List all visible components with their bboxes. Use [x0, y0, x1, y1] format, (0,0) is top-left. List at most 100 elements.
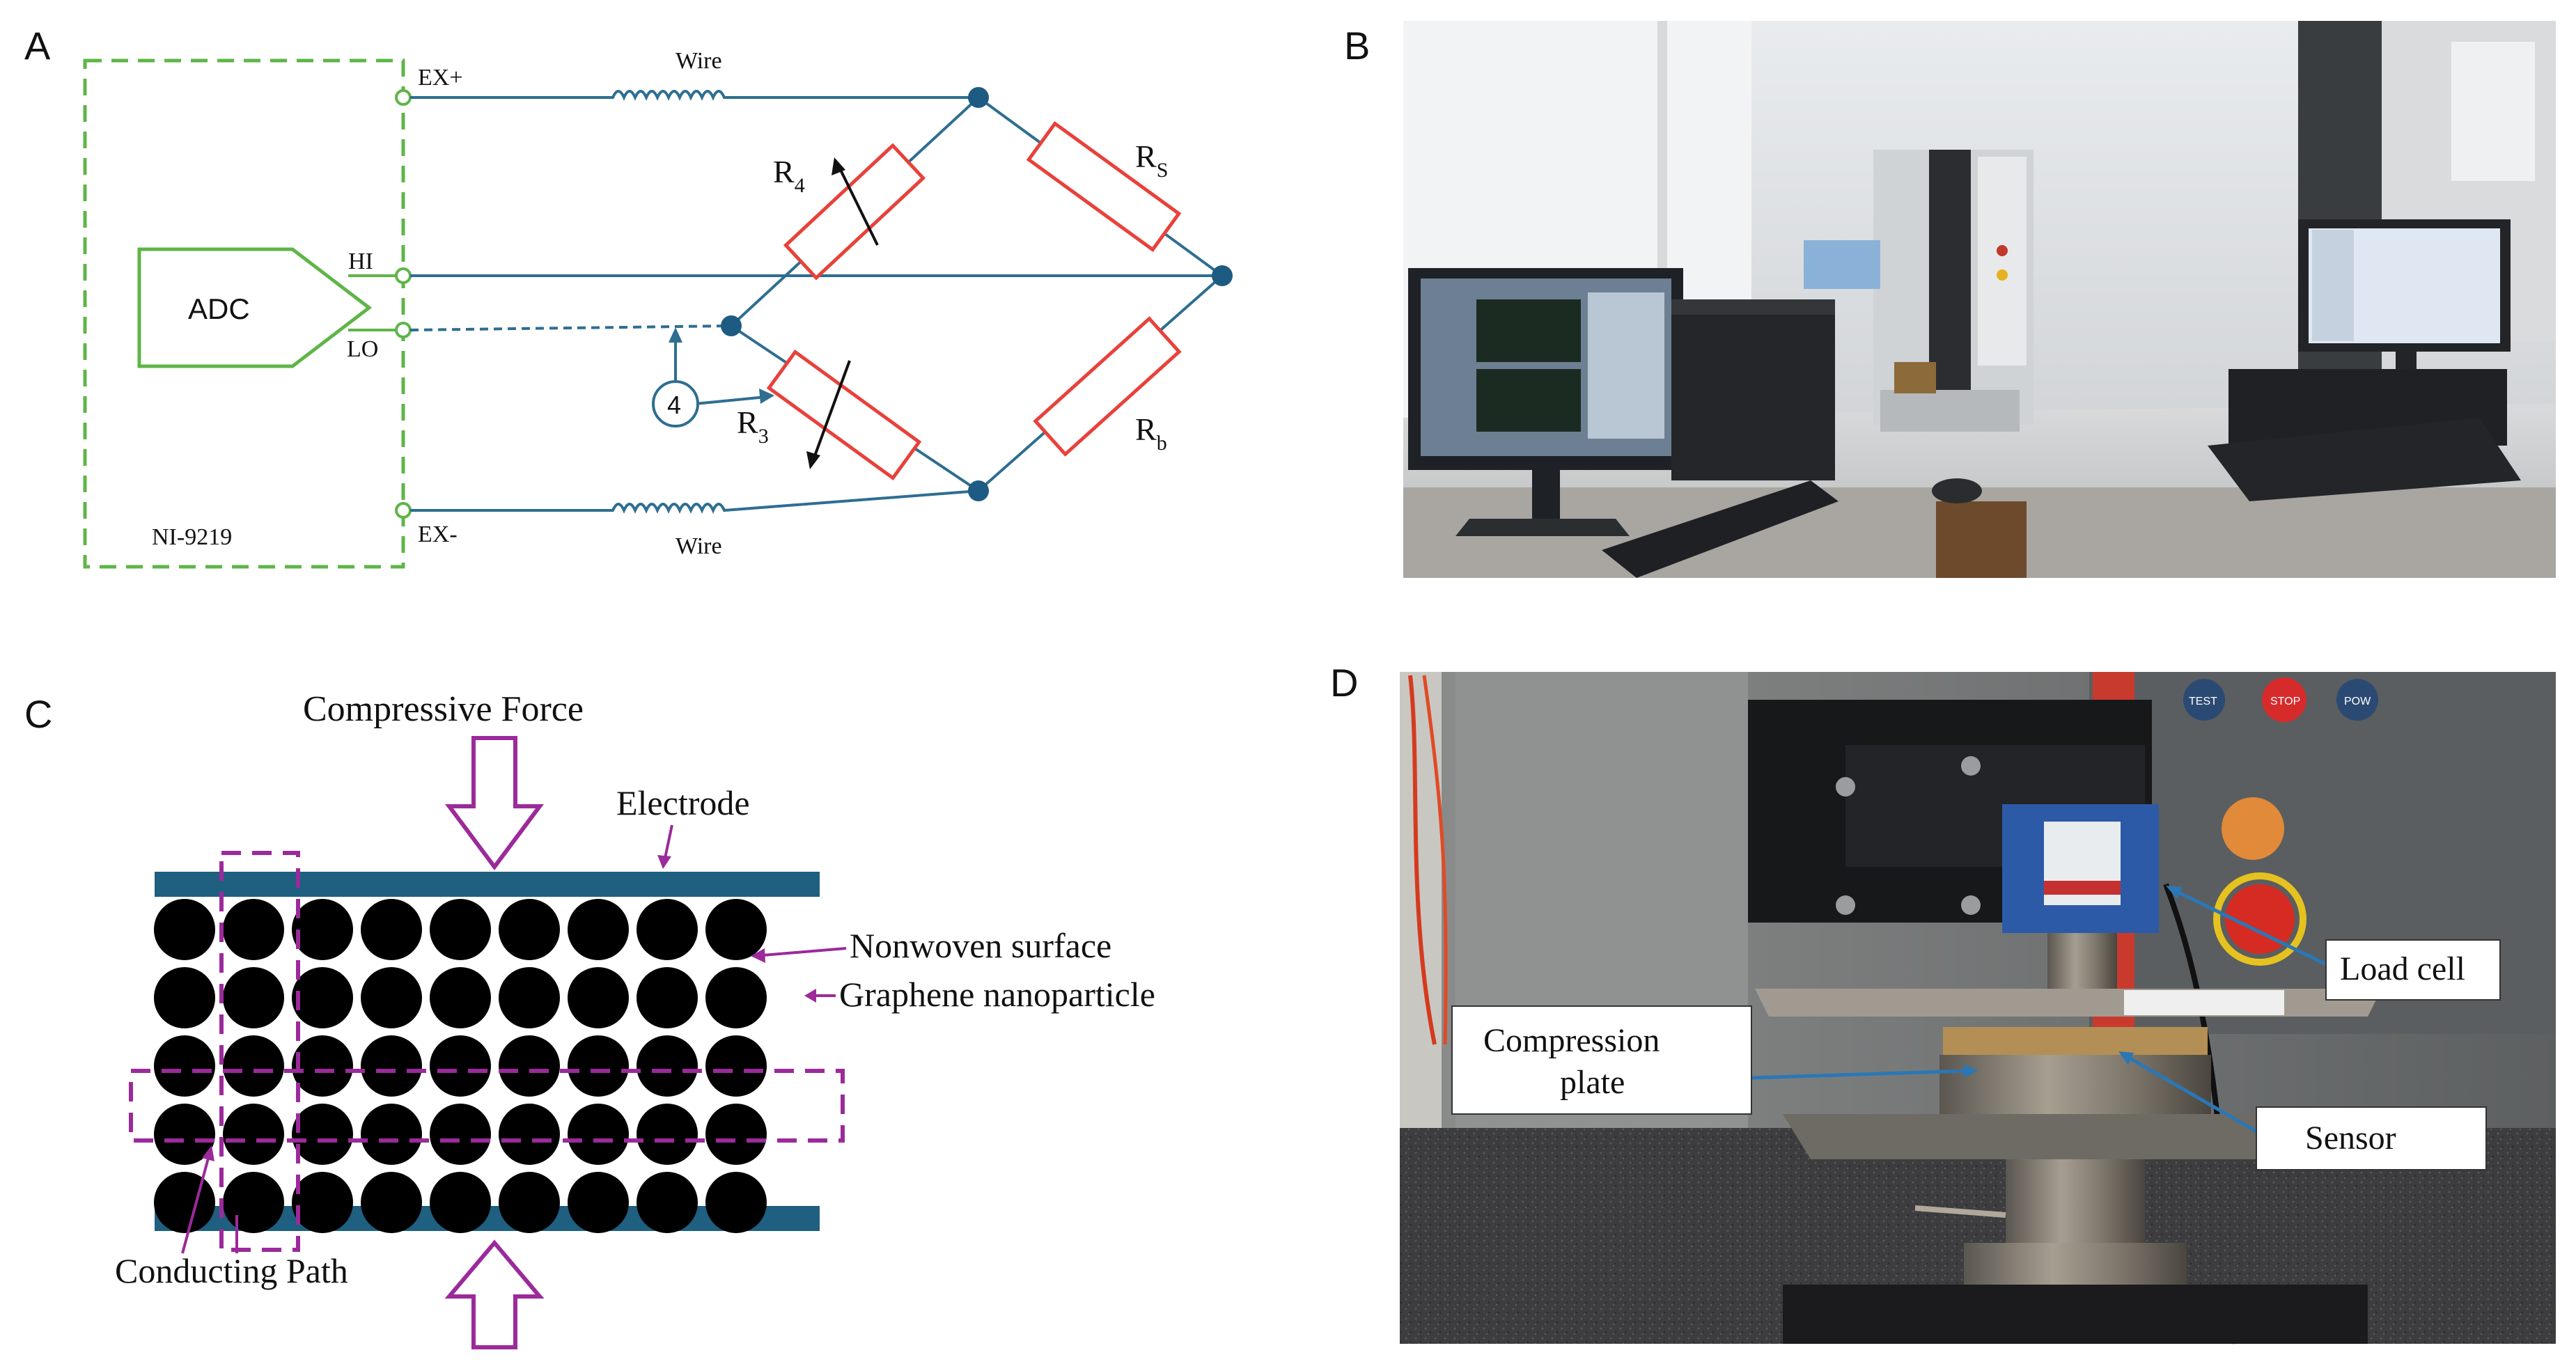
keyboard-right	[2208, 418, 2521, 501]
nonwoven-pointer	[762, 947, 847, 957]
graphene-particle	[499, 967, 560, 1028]
graphene-particle	[292, 899, 353, 960]
graphene-particle	[568, 967, 629, 1028]
r4-variable-arrow	[838, 166, 879, 246]
compression-plate-pointer	[1751, 1069, 1968, 1080]
panel-a: A ADC EX+ HI LO EX- NI-9219	[24, 24, 1233, 569]
graphene-particle	[499, 1035, 560, 1097]
graphene-particle	[637, 1172, 698, 1233]
bridge-wires	[409, 90, 1224, 514]
resistor-rs	[1026, 120, 1182, 253]
graphene-particle	[637, 1104, 698, 1165]
graphene-particle	[292, 1172, 353, 1233]
node4-marker	[652, 380, 699, 428]
label-rs: RS	[1135, 139, 1168, 182]
graphene-particle	[154, 1035, 215, 1097]
graphene-particle	[154, 899, 215, 960]
graphene-particle	[705, 899, 767, 960]
graphene-particle	[223, 1104, 284, 1165]
callout-compression-plate	[1451, 1005, 1752, 1115]
graphene-particle	[223, 967, 284, 1028]
keyboard-left	[1602, 480, 1839, 578]
conducting-path-horizontal	[129, 1069, 845, 1143]
graphene-particle	[361, 1035, 422, 1097]
svg-text:R3: R3	[737, 405, 769, 448]
graphene-particle	[154, 1172, 215, 1233]
graphene-particle	[430, 967, 491, 1028]
button-test-label: TEST	[2189, 696, 2217, 707]
graphene-particle	[223, 899, 284, 960]
force-arrow-bottom	[444, 1239, 545, 1349]
label-sensor: Sensor	[2305, 1120, 2396, 1157]
ni9219-enclosure	[83, 58, 405, 569]
button-stop	[2262, 677, 2306, 722]
emergency-stop	[2225, 884, 2295, 954]
button-test	[2183, 679, 2225, 721]
graphene-particle	[154, 1104, 215, 1165]
sensor-pointer	[2126, 1055, 2258, 1134]
button-stop-label: STOP	[2270, 696, 2300, 707]
panel-d: D TEST STOP POW	[1330, 661, 2556, 1345]
electrode-pointer-head	[657, 855, 671, 869]
resistor-r4	[783, 143, 926, 281]
node-left	[721, 315, 742, 336]
node4-label: 4	[667, 391, 681, 419]
label-conducting-path: Conducting Path	[115, 1251, 348, 1290]
graphene-particle	[499, 1172, 560, 1233]
graphene-particle	[292, 1104, 353, 1165]
graphene-particle	[154, 967, 215, 1028]
label-compression-plate: Compression plate	[1483, 1022, 1668, 1101]
graphene-particle	[361, 967, 422, 1028]
terminal-ex-minus	[395, 502, 412, 519]
resistor-rb	[1033, 316, 1182, 457]
graphene-pointer-head	[804, 989, 816, 1003]
label-r3: R3	[737, 405, 769, 448]
svg-text:RS: RS	[1135, 139, 1168, 182]
graphene-particle	[430, 1172, 491, 1233]
lower-compression-plate	[1783, 1114, 2354, 1159]
panel-b: B	[1344, 21, 2556, 578]
path-pointer-1	[181, 1155, 210, 1254]
electrode-top	[155, 872, 820, 897]
label-ex-plus: EX+	[418, 65, 463, 91]
lab-photo	[1403, 21, 2556, 578]
button-pow	[2336, 679, 2378, 721]
graphene-particle	[568, 1035, 629, 1097]
graphene-particle	[568, 899, 629, 960]
sensor-pointer-head	[2118, 1051, 2134, 1065]
graphene-particle	[637, 899, 698, 960]
node-right	[1212, 265, 1233, 286]
graphene-particle	[637, 967, 698, 1028]
callout-sensor	[2256, 1106, 2487, 1170]
graphene-particles	[154, 899, 767, 1233]
graphene-particle	[223, 1172, 284, 1233]
button-pow-label: POW	[2344, 696, 2371, 707]
graphene-particle	[361, 899, 422, 960]
graphene-particle	[705, 1172, 767, 1233]
indicator-amber	[2222, 797, 2284, 860]
node4-right-arrowhead	[759, 389, 774, 404]
graphene-particle	[499, 899, 560, 960]
path-pointer-1-head	[202, 1145, 214, 1161]
graphene-particle	[705, 967, 767, 1028]
label-nonwoven-surface: Nonwoven surface	[850, 926, 1111, 965]
graphene-particle	[292, 967, 353, 1028]
terminal-lo	[395, 322, 412, 338]
graphene-particle	[430, 1035, 491, 1097]
graphene-particle	[292, 1035, 353, 1097]
callout-load-cell	[2325, 939, 2501, 1001]
label-wire-top: Wire	[676, 48, 722, 74]
label-device: NI-9219	[152, 524, 232, 550]
sensor-sample	[1943, 1027, 2208, 1055]
upper-compression-plate	[1755, 989, 2382, 1017]
graphene-particle	[223, 1035, 284, 1097]
terminal-hi	[395, 267, 412, 284]
load-cell-pointer-head	[2166, 886, 2183, 899]
label-rb: Rb	[1135, 411, 1167, 455]
graphene-particle	[568, 1172, 629, 1233]
label-load-cell: Load cell	[2340, 950, 2465, 987]
r3-arrowhead	[806, 451, 820, 469]
panel-c-letter: C	[24, 692, 52, 736]
label-lo: LO	[347, 336, 378, 362]
